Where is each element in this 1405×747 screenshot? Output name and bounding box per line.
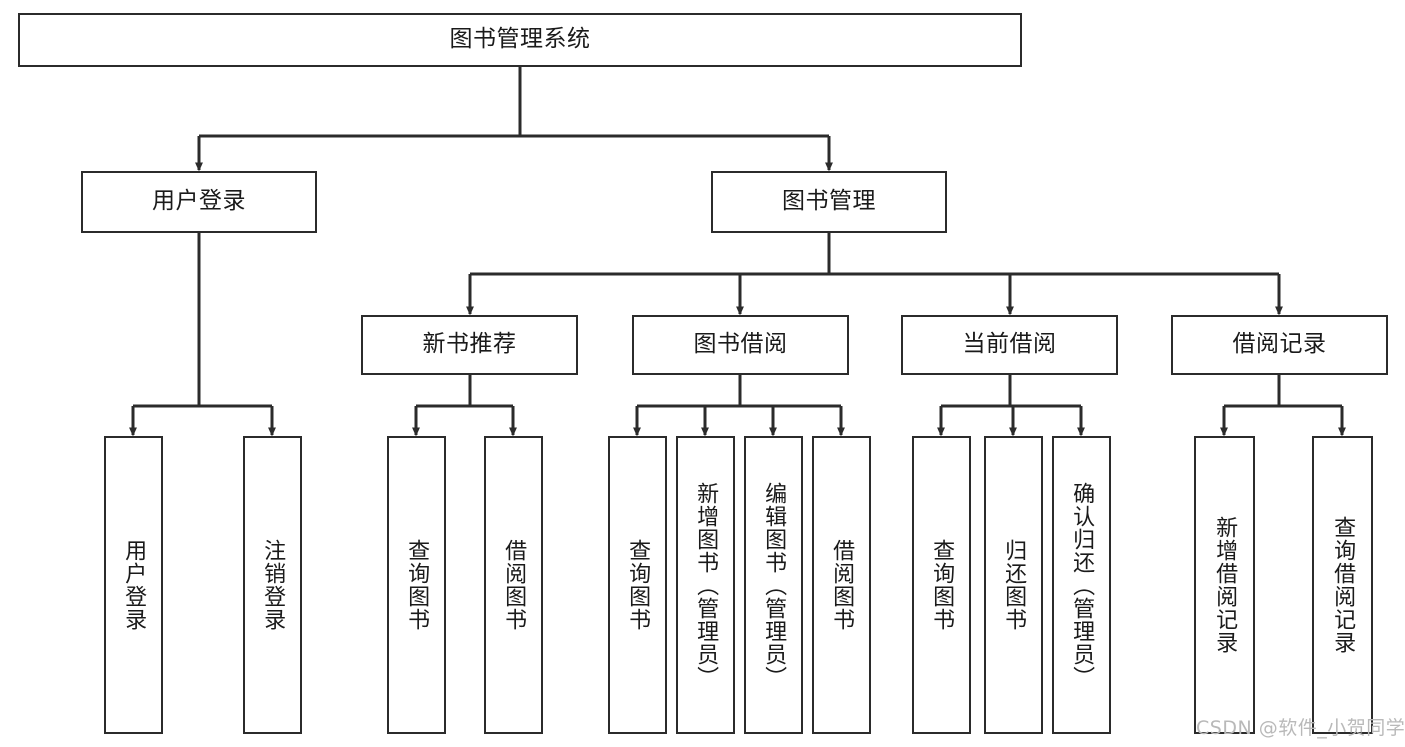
node-book-borrow-label: 图书借阅	[693, 331, 788, 358]
node-leaf-confirm-return[interactable]: 确认归还（管理员）	[1052, 436, 1111, 734]
node-leaf-query-book-3-label: 查询图书	[929, 539, 955, 631]
node-leaf-borrow-book-2-label: 借阅图书	[829, 539, 855, 631]
node-leaf-return-book[interactable]: 归还图书	[984, 436, 1043, 734]
node-leaf-logout-login[interactable]: 注销登录	[243, 436, 302, 734]
node-user-login[interactable]: 用户登录	[81, 171, 317, 233]
node-leaf-confirm-return-label: 确认归还（管理员）	[1069, 481, 1095, 689]
node-book-management-label: 图书管理	[782, 188, 876, 215]
node-leaf-add-record[interactable]: 新增借阅记录	[1194, 436, 1255, 734]
node-user-login-label: 用户登录	[152, 188, 246, 215]
node-leaf-add-record-label: 新增借阅记录	[1212, 516, 1238, 654]
node-leaf-logout-login-label: 注销登录	[260, 539, 286, 631]
node-root-label: 图书管理系统	[449, 26, 591, 53]
node-new-book-recommend-label: 新书推荐	[422, 331, 517, 358]
node-book-borrow[interactable]: 图书借阅	[632, 315, 849, 375]
node-leaf-borrow-book-1[interactable]: 借阅图书	[484, 436, 543, 734]
node-leaf-query-book-3[interactable]: 查询图书	[912, 436, 971, 734]
node-root[interactable]: 图书管理系统	[18, 13, 1022, 67]
node-leaf-query-book-2[interactable]: 查询图书	[608, 436, 667, 734]
node-leaf-borrow-book-1-label: 借阅图书	[501, 539, 527, 631]
node-current-borrow[interactable]: 当前借阅	[901, 315, 1118, 375]
node-leaf-query-book-1-label: 查询图书	[404, 539, 430, 631]
node-new-book-recommend[interactable]: 新书推荐	[361, 315, 578, 375]
node-leaf-add-book[interactable]: 新增图书（管理员）	[676, 436, 735, 734]
node-leaf-edit-book-label: 编辑图书（管理员）	[761, 481, 787, 689]
node-leaf-add-book-label: 新增图书（管理员）	[693, 481, 719, 689]
node-leaf-query-record-label: 查询借阅记录	[1330, 516, 1356, 654]
node-current-borrow-label: 当前借阅	[962, 331, 1057, 358]
node-book-management[interactable]: 图书管理	[711, 171, 947, 233]
csdn-watermark: CSDN @软件_小贺同学	[1196, 717, 1405, 739]
node-leaf-query-book-2-label: 查询图书	[625, 539, 651, 631]
node-borrow-record[interactable]: 借阅记录	[1171, 315, 1388, 375]
node-leaf-return-book-label: 归还图书	[1001, 539, 1027, 631]
node-leaf-query-book-1[interactable]: 查询图书	[387, 436, 446, 734]
node-leaf-edit-book[interactable]: 编辑图书（管理员）	[744, 436, 803, 734]
node-leaf-user-login[interactable]: 用户登录	[104, 436, 163, 734]
node-borrow-record-label: 借阅记录	[1232, 331, 1327, 358]
node-leaf-query-record[interactable]: 查询借阅记录	[1312, 436, 1373, 734]
node-leaf-user-login-label: 用户登录	[121, 539, 147, 631]
node-leaf-borrow-book-2[interactable]: 借阅图书	[812, 436, 871, 734]
